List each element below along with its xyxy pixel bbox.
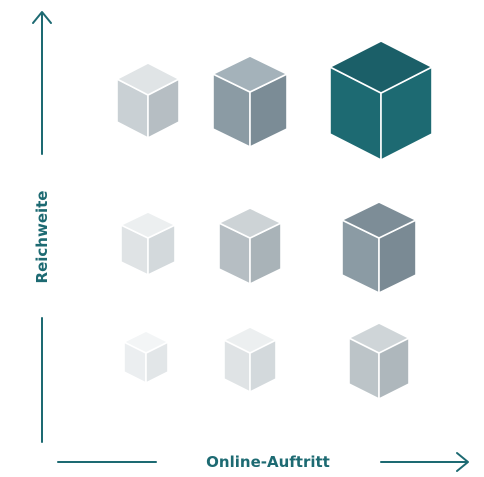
cube-middle-left	[120, 211, 176, 276]
cube-middle-right	[341, 201, 417, 294]
cube-top-face	[120, 211, 176, 239]
cube-top-face	[348, 322, 410, 354]
x-axis-arrowhead	[456, 452, 469, 472]
cube-bottom-left	[123, 330, 169, 384]
cube-top-right	[329, 40, 433, 161]
x-axis-label: Online-Auftritt	[206, 453, 330, 471]
cube-bottom-right	[348, 322, 410, 400]
cube-row-bottom	[123, 322, 410, 400]
cube-top-face	[116, 62, 180, 96]
x-axis	[57, 452, 469, 472]
cube-top-face	[341, 201, 417, 239]
cube-row-middle	[120, 201, 417, 294]
cube-top-face	[123, 330, 169, 354]
cube-top-face	[223, 326, 277, 354]
cube-top-left	[116, 62, 180, 139]
cube-grid	[116, 40, 433, 400]
y-axis	[32, 11, 52, 443]
cube-top-middle	[212, 55, 288, 148]
cube-row-top	[116, 40, 433, 161]
cube-middle-middle	[218, 207, 282, 285]
y-axis-arrowhead	[32, 11, 52, 24]
cube-top-face	[218, 207, 282, 239]
cube-top-face	[212, 55, 288, 93]
cube-top-face	[329, 40, 433, 94]
y-axis-label: Reichweite	[33, 191, 51, 284]
cube-bottom-middle	[223, 326, 277, 393]
